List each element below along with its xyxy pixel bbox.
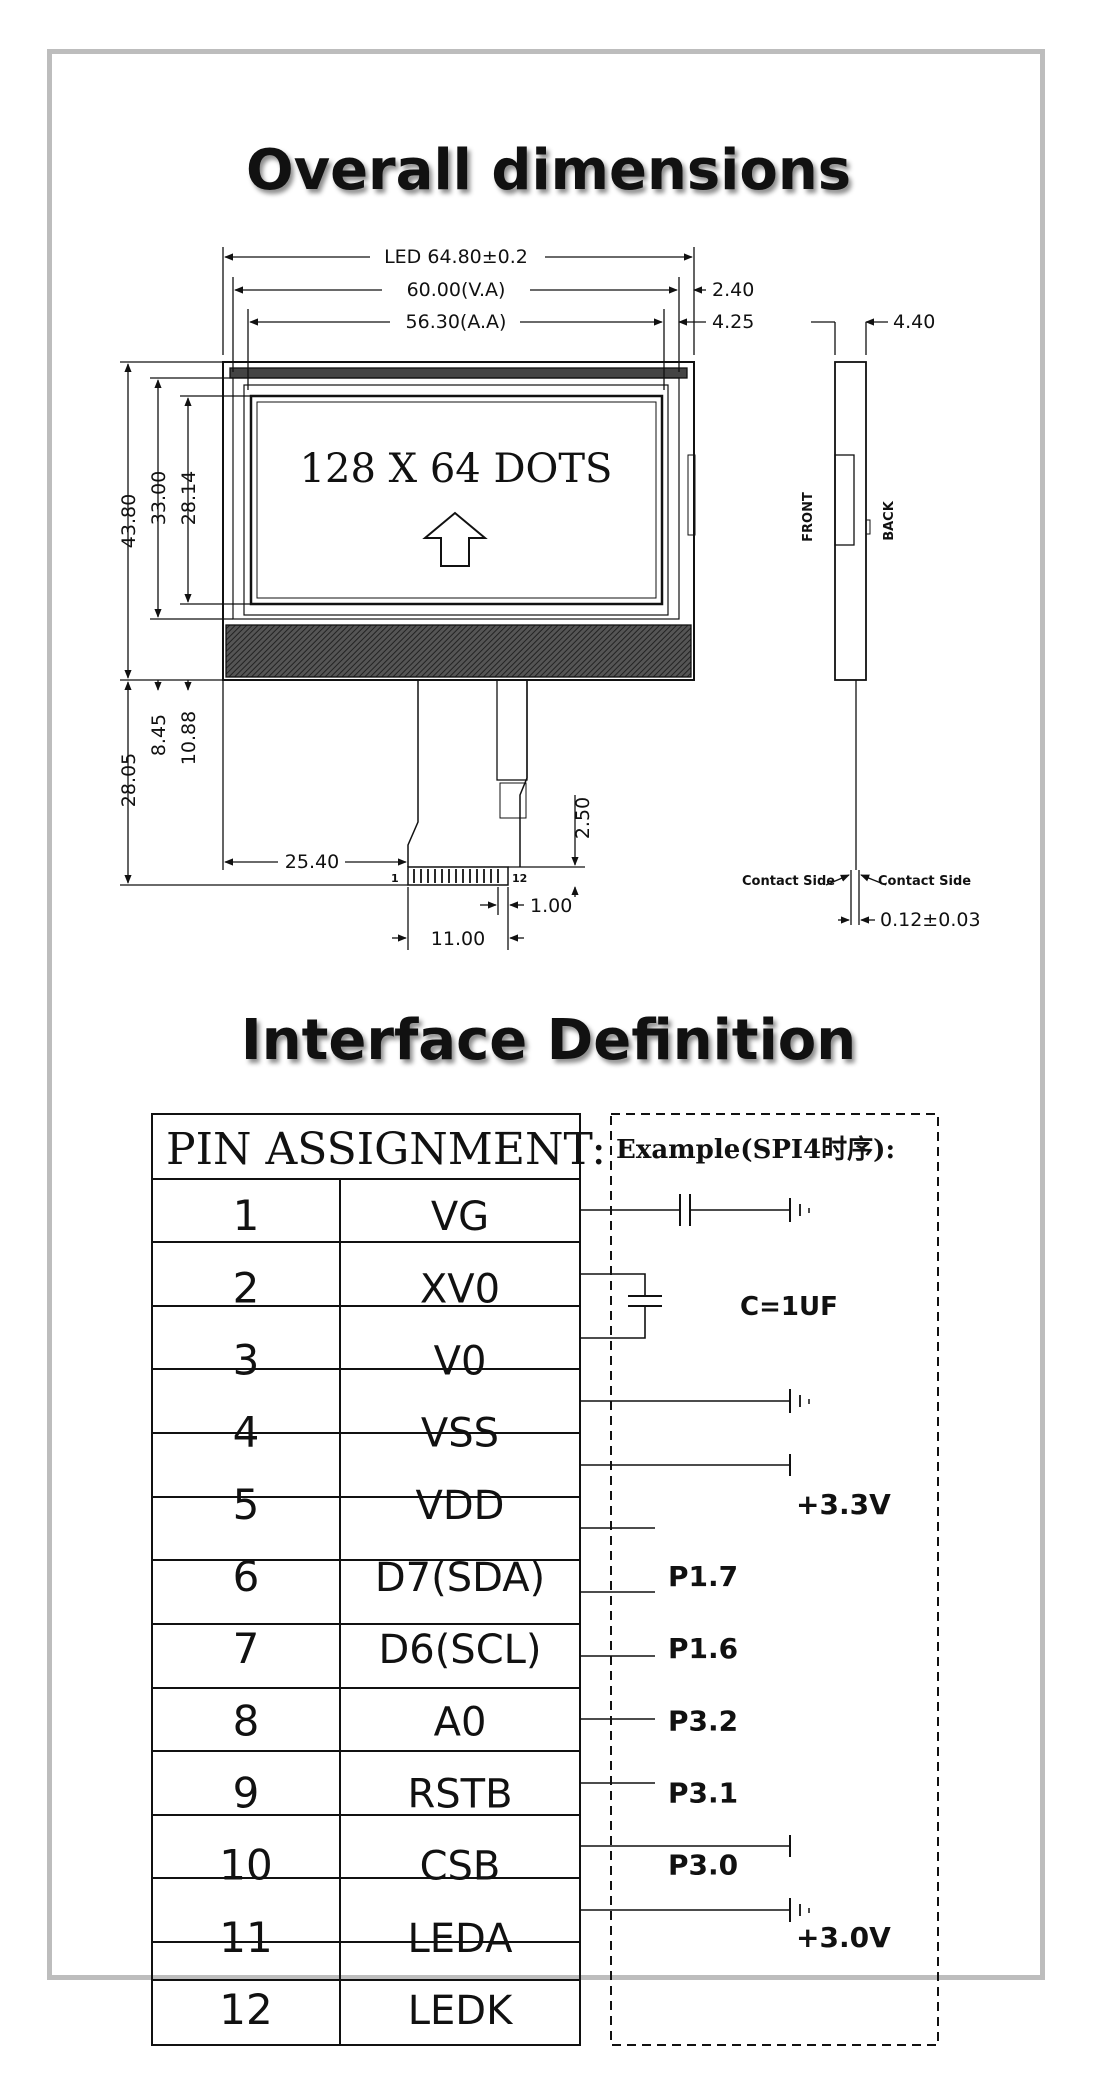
example-title: Example(SPI4时序): <box>616 1134 895 1165</box>
pin-name: RSTB <box>407 1771 512 1817</box>
dimension-drawing: LED 64.80±0.2 60.00(V.A) 56.30(A.A) 2.40… <box>118 246 981 950</box>
pin-number: 7 <box>233 1624 260 1673</box>
contact-side-right: Contact Side <box>878 874 971 889</box>
pin-name: LEDK <box>408 1988 514 2034</box>
back-label: BACK <box>882 500 897 541</box>
pin-number: 12 <box>219 1985 272 2034</box>
dim-side-thickness: 4.40 <box>893 311 935 333</box>
contact-side-left: Contact Side <box>742 874 835 889</box>
pin-number: 2 <box>233 1263 260 1312</box>
pin-name: A0 <box>434 1699 487 1745</box>
pin-number: 4 <box>233 1408 260 1457</box>
dim-height-a: 8.45 <box>148 714 170 756</box>
front-label: FRONT <box>801 492 816 542</box>
screen-resolution-label: 128 X 64 DOTS <box>300 446 613 492</box>
dim-fpc-tail: 2.50 <box>572 797 594 839</box>
pin-name: CSB <box>420 1844 501 1890</box>
overall-dimensions-title: Overall dimensions <box>245 138 852 203</box>
dim-fpc-width: 11.00 <box>431 928 485 950</box>
pin-number: 9 <box>233 1768 260 1817</box>
pin-number: 11 <box>219 1913 272 1962</box>
dim-fpc-thickness: 0.12±0.03 <box>880 909 981 931</box>
pin-name: D7(SDA) <box>375 1555 545 1601</box>
pin-number: 8 <box>233 1696 260 1745</box>
dim-va-width: 60.00(V.A) <box>407 279 506 301</box>
dim-height-b: 10.88 <box>178 711 200 765</box>
dim-fpc-height: 28.05 <box>118 753 140 807</box>
pin-number: 6 <box>233 1552 260 1601</box>
power-label: +3.0V <box>796 1921 891 1954</box>
dim-aa-height: 28.14 <box>178 471 200 525</box>
pin-number: 10 <box>219 1841 272 1890</box>
dim-right-offset-1: 2.40 <box>712 279 754 301</box>
pin-name: VSS <box>421 1411 499 1457</box>
dim-right-offset-2: 4.25 <box>712 311 754 333</box>
interface-definition-title: Interface Definition <box>240 1008 857 1073</box>
port-label: P3.1 <box>668 1776 738 1809</box>
interface-diagram: PIN ASSIGNMENT: Example(SPI4时序): C=1UF 1… <box>151 1113 939 2046</box>
capacitor-label: C=1UF <box>740 1292 838 1322</box>
pin-assignment-header: PIN ASSIGNMENT: <box>166 1124 606 1175</box>
dim-fpc-left-offset: 25.40 <box>285 851 339 873</box>
dim-va-height: 33.00 <box>148 471 170 525</box>
fpc-pin12-label: 12 <box>512 872 527 885</box>
dim-pin-pitch: 1.00 <box>530 895 572 917</box>
pin-name: VG <box>431 1194 489 1240</box>
port-label: P3.0 <box>668 1849 738 1882</box>
pin-name: VDD <box>416 1483 505 1529</box>
dim-aa-width: 56.30(A.A) <box>406 311 507 333</box>
dim-total-height: 43.80 <box>118 494 140 548</box>
fpc-pin1-label: 1 <box>391 872 399 885</box>
port-label: P1.7 <box>668 1560 738 1593</box>
pin-name: D6(SCL) <box>378 1627 541 1673</box>
outer-frame <box>47 49 1045 1980</box>
dim-led-width: LED 64.80±0.2 <box>384 246 528 268</box>
pin-name: LEDA <box>407 1916 513 1962</box>
pin-number: 3 <box>233 1335 260 1384</box>
pin-number: 1 <box>233 1191 260 1240</box>
pin-name: V0 <box>434 1338 487 1384</box>
port-label: P3.2 <box>668 1704 738 1737</box>
power-label: +3.3V <box>796 1488 891 1521</box>
pin-name: XV0 <box>420 1266 500 1312</box>
port-label: P1.6 <box>668 1632 738 1665</box>
pin-number: 5 <box>233 1480 260 1529</box>
